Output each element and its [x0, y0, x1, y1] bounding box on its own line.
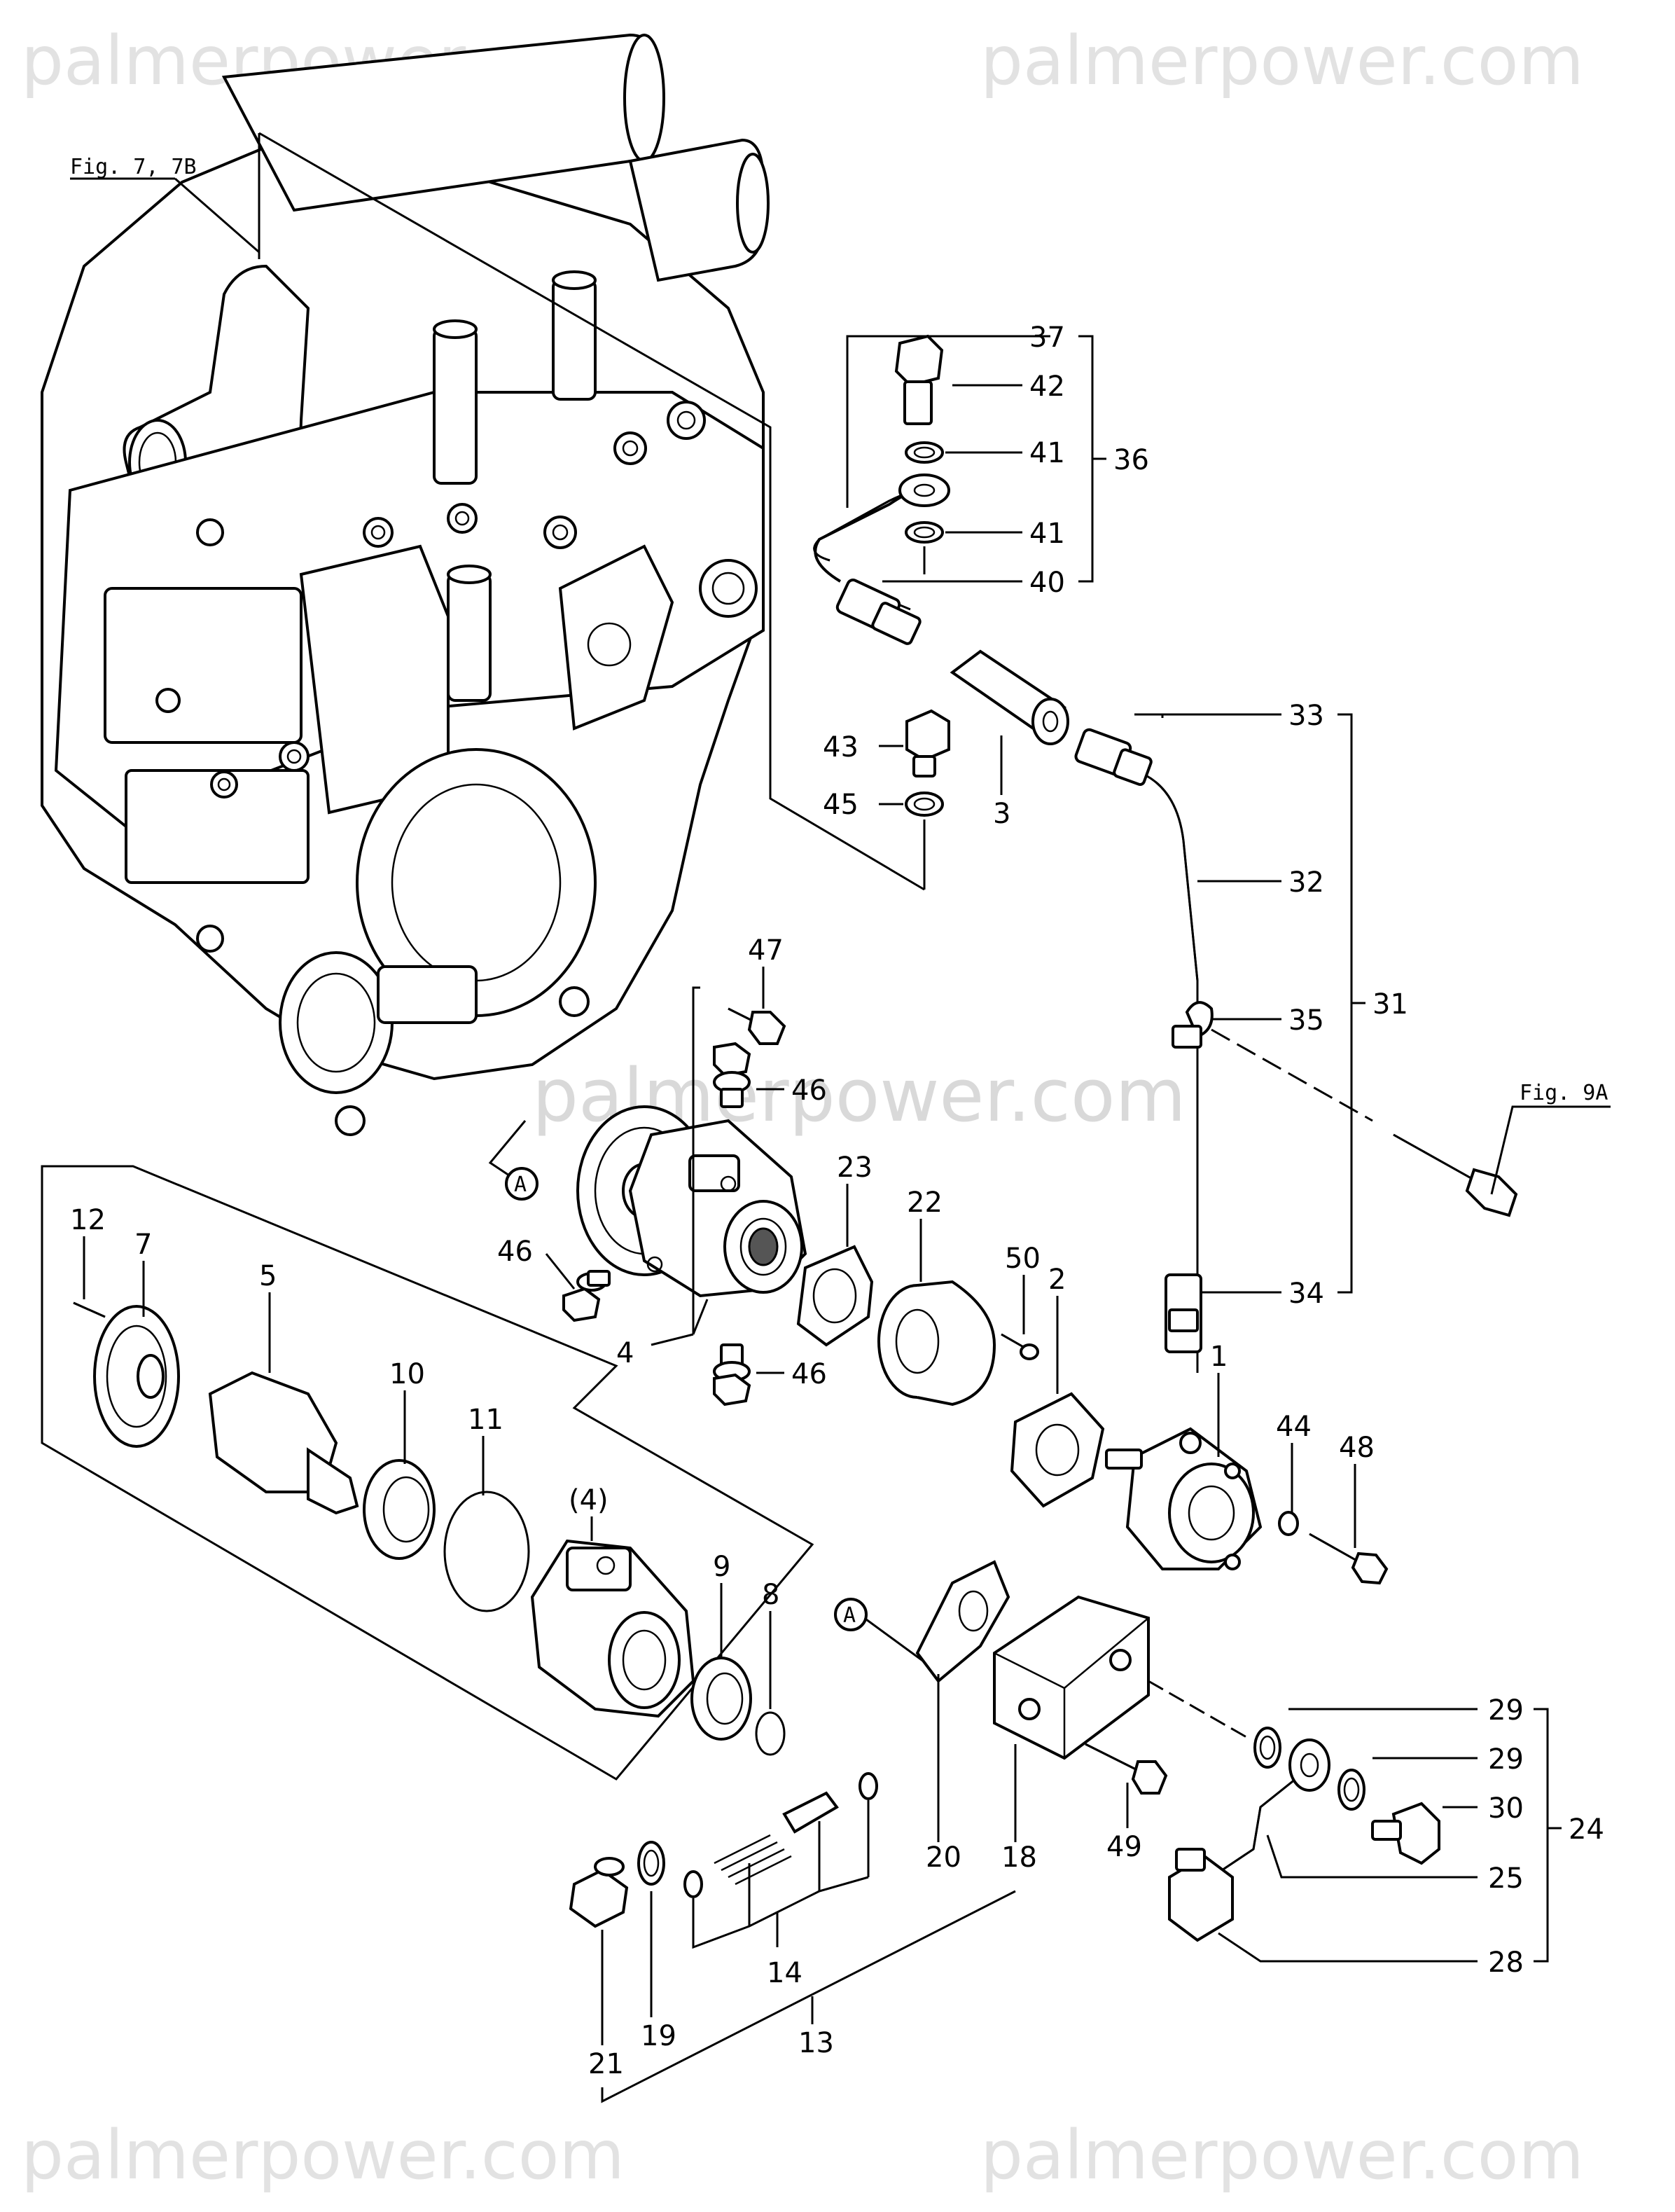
label-7: 7: [134, 1229, 152, 1261]
label-25: 25: [1488, 1862, 1524, 1895]
screw-12: [73, 1301, 106, 1318]
gasket-2: [1010, 1392, 1105, 1508]
label-42: 42: [1029, 371, 1065, 403]
label-11: 11: [468, 1404, 503, 1436]
figure-ref-fig7: Fig. 7, 7B: [70, 155, 197, 179]
label-8: 8: [762, 1579, 779, 1611]
bearing-10: [363, 1459, 436, 1560]
section-marker-a-top: [505, 1167, 538, 1201]
watermark-top-right: palmerpower.com: [980, 22, 1584, 100]
shaft-5: [208, 1371, 359, 1515]
washer-29a: [1253, 1727, 1281, 1769]
label-28: 28: [1488, 1947, 1524, 1979]
label-29a: 29: [1488, 1694, 1524, 1727]
label-5: 5: [259, 1260, 277, 1292]
watermark-bottom-left: palmerpower.com: [21, 2116, 625, 2194]
label-12: 12: [70, 1204, 106, 1236]
housing-detail-4: [530, 1539, 695, 1718]
plug-46-left: [562, 1270, 611, 1322]
label-4-detail: (4): [569, 1484, 609, 1516]
label-22: 22: [907, 1187, 943, 1219]
label-44: 44: [1276, 1411, 1312, 1443]
label-49: 49: [1106, 1831, 1142, 1863]
pump-housing-assembly: [576, 1105, 807, 1298]
label-29b: 29: [1488, 1743, 1524, 1776]
section-label-a-bottom: A: [843, 1603, 856, 1628]
banjo-pipe-assembly: [813, 334, 950, 645]
label-43: 43: [823, 731, 859, 763]
label-19: 19: [641, 2020, 676, 2052]
bearing-9: [690, 1657, 752, 1741]
pump-unit-1: [1105, 1427, 1263, 1570]
label-10: 10: [389, 1358, 425, 1390]
label-50: 50: [1005, 1243, 1041, 1275]
snap-ring-8: [755, 1711, 786, 1756]
label-9: 9: [713, 1551, 730, 1583]
plug-30: [1371, 1802, 1440, 1865]
label-37: 37: [1029, 322, 1065, 354]
label-14: 14: [767, 1957, 802, 1989]
label-48: 48: [1339, 1432, 1375, 1464]
watermark-bottom-right: palmerpower.com: [980, 2116, 1584, 2194]
banjo-pipe-25: [1211, 1739, 1330, 1879]
label-24: 24: [1569, 1813, 1604, 1846]
detail-inset-frame: [41, 1165, 814, 1781]
label-23: 23: [837, 1152, 873, 1184]
label-30: 30: [1488, 1792, 1524, 1825]
label-36: 36: [1113, 444, 1149, 476]
section-label-a-top: A: [514, 1173, 527, 1197]
label-41a: 41: [1029, 437, 1065, 469]
label-47: 47: [748, 934, 784, 967]
label-35: 35: [1288, 1004, 1324, 1037]
washer-44: [1278, 1511, 1299, 1536]
label-33: 33: [1288, 700, 1324, 732]
gasket-23: [796, 1245, 874, 1347]
label-34: 34: [1288, 1278, 1324, 1310]
adapter-fitting: [905, 709, 950, 817]
elbow-fitting-28: [1168, 1848, 1234, 1942]
label-1: 1: [1210, 1341, 1228, 1373]
gear-7: [93, 1305, 180, 1448]
label-2: 2: [1048, 1264, 1066, 1296]
label-40: 40: [1029, 567, 1065, 599]
plug-21: [569, 1857, 629, 1928]
o-ring-11: [443, 1491, 530, 1612]
bolt-47: [728, 1007, 786, 1045]
section-marker-a-bottom: [834, 1598, 868, 1631]
label-46a: 46: [791, 1074, 827, 1107]
long-bolt: [1393, 1133, 1518, 1217]
label-20: 20: [926, 1841, 961, 1874]
bolt-49: [1085, 1743, 1168, 1795]
label-13: 13: [798, 2027, 834, 2059]
label-46b: 46: [497, 1236, 533, 1268]
label-3: 3: [993, 798, 1010, 830]
plug-46-bottom: [713, 1343, 751, 1406]
rotor-plate-22: [877, 1280, 996, 1406]
label-18: 18: [1001, 1841, 1037, 1874]
bolt-48: [1309, 1533, 1389, 1585]
pipe-connector: [950, 649, 1069, 745]
washer-19: [637, 1841, 665, 1886]
figure-ref-fig9: Fig. 9A: [1520, 1081, 1608, 1105]
screw-50: [1001, 1333, 1039, 1360]
label-32: 32: [1288, 866, 1324, 899]
label-45: 45: [823, 789, 859, 821]
label-46c: 46: [791, 1358, 827, 1390]
label-21: 21: [588, 2048, 624, 2080]
plug-46-top: [713, 1042, 751, 1108]
washer-29b: [1337, 1769, 1365, 1811]
label-4: 4: [616, 1337, 634, 1369]
relief-block-18: [993, 1595, 1150, 1760]
feed-pipe-assembly: [1074, 728, 1214, 1373]
label-31: 31: [1372, 988, 1408, 1021]
label-41b: 41: [1029, 518, 1065, 550]
engine-block-illustration: [41, 33, 770, 1136]
relief-valve-parts: [683, 1772, 878, 1898]
